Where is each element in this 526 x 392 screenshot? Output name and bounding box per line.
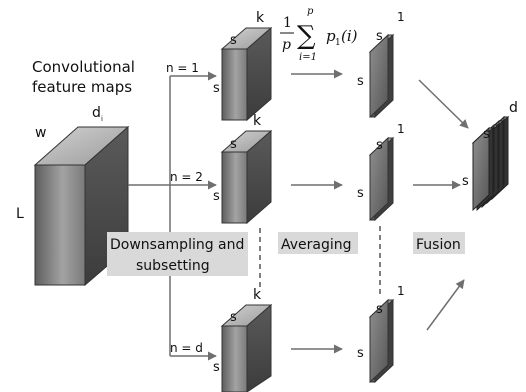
formula-denominator: p	[282, 37, 291, 53]
slice1-one-label: 1	[397, 10, 405, 24]
cube1-k-label: k	[256, 10, 265, 26]
averaging-arrows	[291, 69, 343, 354]
cubed-s-top-label: s	[230, 310, 237, 325]
output-s-top-label: s	[483, 127, 490, 142]
downsampling-label-line1: Downsampling and	[110, 237, 244, 253]
formula-term: p	[326, 27, 336, 45]
formula-term-subscript: 1	[335, 38, 341, 48]
branch-n1-label: n = 1	[166, 61, 199, 75]
width-label: w	[35, 125, 46, 141]
fusion-label-bg	[413, 232, 465, 254]
labels: Convolutional feature maps w d i L n = 1…	[16, 10, 518, 375]
branch-lines	[128, 71, 217, 361]
length-label: L	[16, 206, 24, 222]
conv-maps-line1: Convolutional	[32, 58, 135, 76]
slicex-s-top-label: s	[376, 302, 383, 317]
output-d-label: d	[509, 100, 518, 116]
subset-cube-2	[220, 129, 273, 225]
output-s-side-label: s	[462, 174, 469, 189]
slicex-s-side-label: s	[357, 346, 364, 361]
depth-subscript: i	[101, 115, 103, 123]
downsampling-label-bg	[107, 232, 248, 276]
slice1-s-side-label: s	[357, 74, 364, 89]
subset-cube-1	[220, 26, 273, 122]
averaging-label: Averaging	[281, 237, 352, 253]
slice2-one-label: 1	[397, 122, 405, 136]
formula-sum-lower: i=1	[299, 52, 317, 63]
cube1-s-top-label: s	[230, 33, 237, 48]
formula-sum-upper: p	[307, 6, 314, 17]
slice2-s-side-label: s	[357, 186, 364, 201]
averaged-slice-d	[368, 298, 395, 384]
dashed-separators	[259, 226, 381, 295]
fusion-label: Fusion	[416, 237, 461, 253]
cube2-s-side-label: s	[213, 189, 220, 204]
cubed-k-label: k	[253, 287, 262, 303]
averaged-slice-2	[368, 136, 395, 222]
fusion-arrows	[413, 79, 469, 331]
averaged-slice-1	[368, 33, 395, 119]
slice2-s-top-label: s	[376, 138, 383, 153]
branch-nd-label: n = d	[170, 341, 203, 355]
slicex-one-label: 1	[397, 284, 405, 298]
cube2-k-label: k	[253, 113, 262, 129]
subset-cube-d	[220, 303, 273, 392]
averaging-formula: 1 p p ∑ i=1 p 1 (i)	[280, 6, 358, 63]
cube2-s-top-label: s	[230, 137, 237, 152]
fused-output-stack	[471, 115, 510, 212]
depth-label: d	[92, 105, 101, 121]
formula-numerator: 1	[283, 15, 292, 31]
downsampling-label-line2: subsetting	[136, 258, 210, 274]
formula-term-arg: (i)	[341, 27, 358, 45]
cubed-s-side-label: s	[213, 360, 220, 375]
conv-maps-line2: feature maps	[32, 78, 132, 96]
branch-n2-label: n = 2	[170, 170, 203, 184]
sigma-icon: ∑	[297, 21, 316, 51]
slice1-s-top-label: s	[376, 29, 383, 44]
cube1-s-side-label: s	[213, 81, 220, 96]
averaging-label-bg	[278, 232, 358, 254]
